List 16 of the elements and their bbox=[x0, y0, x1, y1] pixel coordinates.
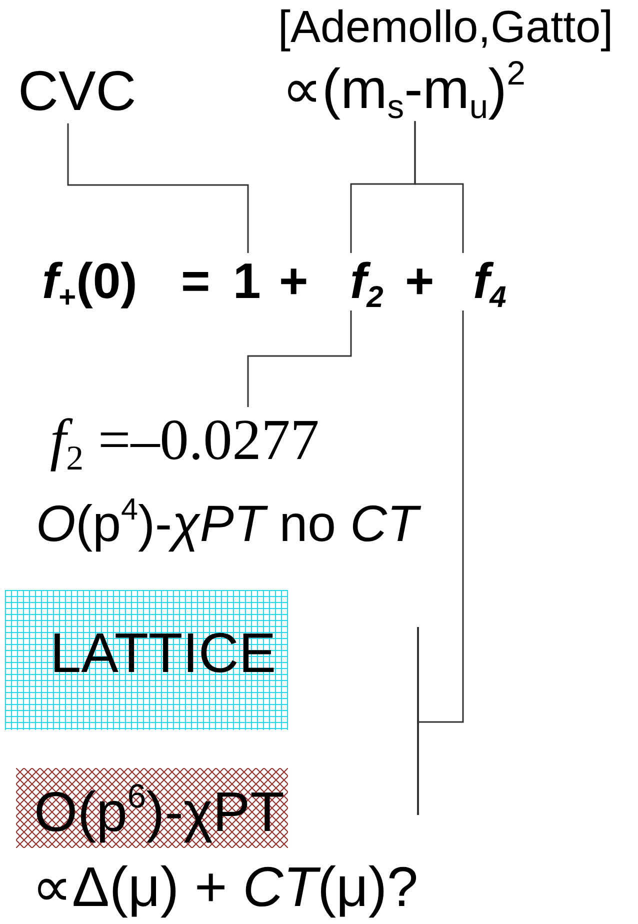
equation-term: f$_{+}$(0) bbox=[42, 253, 138, 310]
connector-line bbox=[67, 123, 249, 253]
formula-label: f$_{2}$ =–0.0277 bbox=[50, 407, 320, 474]
equals-sign: = bbox=[181, 253, 210, 310]
plus-sign: + bbox=[405, 253, 434, 310]
citation-label: [Ademollo,Gatto] bbox=[278, 1, 614, 53]
connector-line bbox=[414, 121, 464, 253]
equation-term: f$_{4}$ bbox=[473, 253, 506, 310]
equation-term: f$_{2}$ bbox=[350, 253, 384, 310]
connector-line bbox=[247, 310, 352, 407]
term-label: CVC bbox=[18, 59, 136, 124]
connector-line bbox=[419, 310, 464, 723]
plus-sign: + bbox=[279, 253, 308, 310]
formula-label: ∝Δ(μ) + CT(μ)? bbox=[32, 855, 418, 920]
equation-term: 1 bbox=[233, 253, 261, 310]
formula-label: ∝(m$_{s}$-m$_{u}$)$^{2}$ bbox=[282, 56, 526, 122]
